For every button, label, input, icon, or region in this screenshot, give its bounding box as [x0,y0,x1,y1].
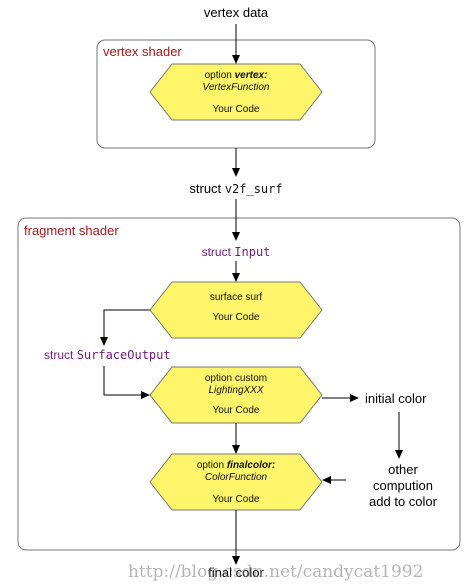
vertex-data-label: vertex data [203,5,269,20]
watermark-text: http://blog.csdn.net/candycat1992 [128,562,424,582]
final-color-label: final color [208,565,264,580]
vertex-function-hexagon [149,63,323,121]
surface-your-code: Your Code [212,312,260,323]
struct-input-name: Input [234,245,271,259]
surface-hexagon-text: surface surf Your Code [210,292,262,324]
arrow-surfaceoutput-to-lighting [103,366,150,399]
finalcolor-option-line: option finalcolor: [197,460,275,472]
fragment-shader-box [17,217,461,551]
vertex-shader-title: vertex shader [103,44,182,59]
struct-surfaceoutput-label: struct SurfaceOutput [44,348,171,362]
vertex-function-name: VertexFunction [202,82,270,93]
vertex-option-line: option vertex: [203,70,270,82]
vertex-hexagon-text: option vertex: VertexFunction Your Code [203,70,270,116]
initial-color-label: initial color [365,391,427,406]
finalcolor-hexagon [149,453,323,511]
vertex-your-code: Your Code [212,104,260,115]
arrow-surface-to-surfaceoutput [100,309,150,346]
surface-surf-line: surface surf [209,292,263,303]
finalcolor-keyword: finalcolor: [226,460,276,471]
lighting-option-line: option custom [204,373,268,384]
finalcolor-hexagon-text: option finalcolor: ColorFunction Your Co… [197,460,275,506]
struct-surfaceoutput-name: SurfaceOutput [76,348,171,362]
finalcolor-function-name: ColorFunction [204,472,268,483]
lighting-hexagon-text: option custom LightingXXX Your Code [205,373,267,417]
finalcolor-option-prefix: option [196,460,227,471]
struct-input-word: struct [201,245,231,259]
lighting-hexagon [149,366,323,424]
lighting-function-name: LightingXXX [208,385,264,396]
vertex-option-prefix: option [204,70,235,81]
other-compution-label: other compution add to color [369,462,437,509]
lighting-your-code: Your Code [212,405,260,416]
struct-v2f-surf-label: struct v2f_surf [189,181,282,196]
struct-v2f-word: struct [189,181,222,196]
finalcolor-your-code: Your Code [212,494,260,505]
vertex-keyword: vertex: [234,70,268,81]
struct-input-label: struct Input [202,245,271,259]
fragment-shader-title: fragment shader [24,223,119,238]
struct-v2f-name: v2f_surf [224,182,283,196]
struct-surfaceoutput-word: struct [44,348,74,362]
